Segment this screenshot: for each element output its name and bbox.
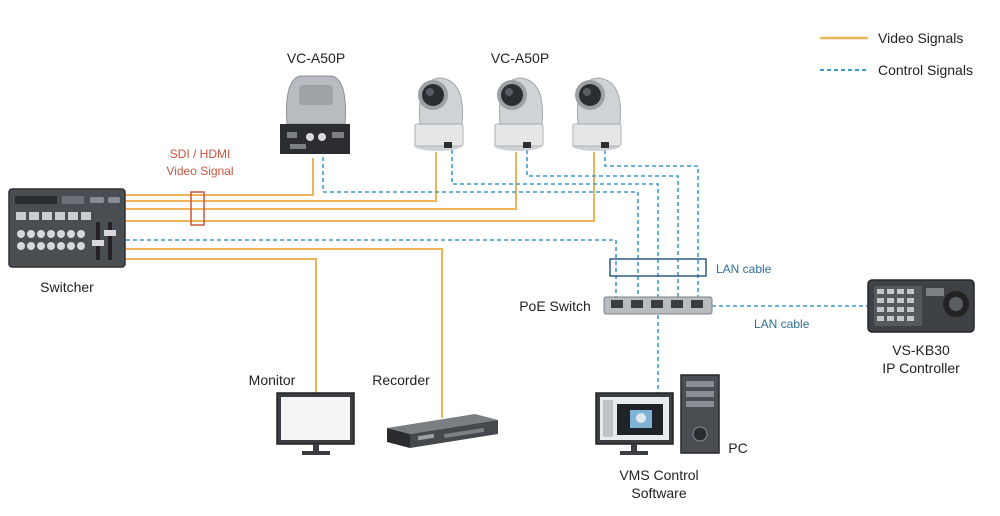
sdi-label-line1: SDI / HDMI	[170, 147, 231, 161]
video-line-recorder	[126, 248, 443, 418]
camera-left-label: VC-A50P	[287, 50, 345, 66]
video-line-monitor	[126, 258, 317, 393]
camera-group-label: VC-A50P	[491, 50, 549, 66]
control-line-cam4	[604, 150, 699, 298]
monitor-label: Monitor	[249, 372, 296, 388]
control-lines	[126, 150, 868, 395]
monitor-icon	[276, 392, 355, 455]
keyboard-label-line2: IP Controller	[882, 360, 960, 376]
vms-label-line1: VMS Control	[619, 467, 698, 483]
vms-label-line2: Software	[631, 485, 686, 501]
switcher-icon	[8, 188, 126, 268]
legend-control-label: Control Signals	[878, 62, 973, 78]
recorder-label: Recorder	[372, 372, 430, 388]
camera-1-icon	[280, 75, 350, 154]
lan-cable-box	[609, 258, 707, 277]
pc-tower-icon	[680, 374, 720, 454]
camera-3-icon	[494, 77, 544, 151]
poe-switch-icon	[603, 296, 713, 315]
video-line-cam2	[126, 152, 437, 202]
recorder-icon	[387, 414, 498, 448]
pc-label: PC	[728, 440, 747, 456]
keyboard-label-line1: VS-KB30	[892, 342, 950, 358]
control-line-switcher	[126, 239, 617, 298]
video-line-cam4	[126, 152, 595, 222]
video-line-cam1	[126, 158, 314, 196]
legend-video-label: Video Signals	[878, 30, 963, 46]
video-lines	[126, 152, 595, 418]
poe-switch-label: PoE Switch	[519, 298, 591, 314]
keyboard-controller-icon	[867, 279, 975, 333]
camera-4-icon	[572, 77, 622, 151]
vms-monitor-icon	[595, 392, 674, 455]
switcher-label: Switcher	[40, 279, 94, 295]
control-line-cam3	[526, 150, 679, 298]
control-line-cam1	[322, 150, 639, 298]
control-line-cam2	[451, 150, 659, 298]
legend: Video Signals Control Signals	[820, 30, 973, 78]
sdi-marker-box	[190, 191, 205, 226]
video-line-cam3	[126, 152, 517, 210]
lan-cable-right-label: LAN cable	[754, 317, 810, 331]
camera-2-icon	[414, 77, 464, 151]
lan-cable-top-label: LAN cable	[716, 262, 772, 276]
sdi-label-line2: Video Signal	[166, 164, 233, 178]
